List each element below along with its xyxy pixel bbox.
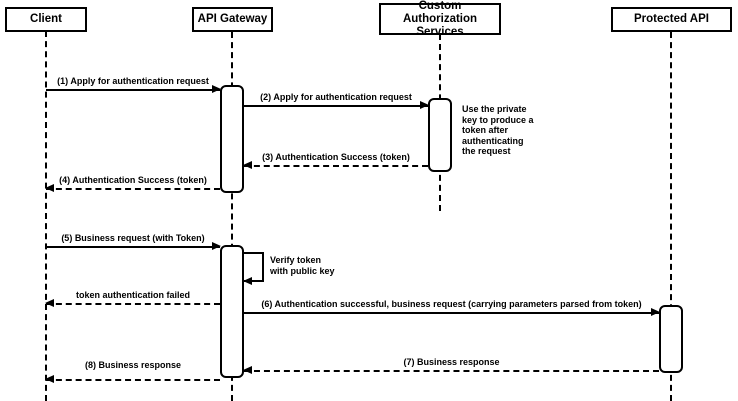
message-7-line xyxy=(244,370,659,372)
message-token-failed-line xyxy=(46,303,220,305)
arrowhead-right-icon xyxy=(420,101,429,109)
arrowhead-left-icon xyxy=(45,184,54,192)
message-1-label: (1) Apply for authentication request xyxy=(57,76,209,86)
message-3-label: (3) Authentication Success (token) xyxy=(262,152,410,162)
activation-protected-api xyxy=(659,305,683,373)
note-private-key: Use the private key to produce a token a… xyxy=(462,104,534,156)
participant-client: Client xyxy=(5,7,87,32)
participant-custom-authorization-services: Custom Authorization Services xyxy=(379,0,501,38)
message-7-label: (7) Business response xyxy=(403,357,500,367)
activation-custom-authorization-services xyxy=(428,98,452,172)
arrowhead-right-icon xyxy=(212,242,221,250)
message-8-line xyxy=(46,379,220,381)
participant-protected-api-label: Protected API xyxy=(634,13,709,25)
arrowhead-left-icon xyxy=(243,366,252,374)
participant-protected-api: Protected API xyxy=(611,7,732,32)
message-4-line xyxy=(46,188,220,190)
message-2-label: (2) Apply for authentication request xyxy=(260,92,412,102)
participant-client-label: Client xyxy=(30,13,62,25)
participant-api-gateway: API Gateway xyxy=(192,7,273,32)
participant-api-gateway-label: API Gateway xyxy=(197,13,268,25)
arrowhead-left-icon xyxy=(45,375,54,383)
arrowhead-left-icon xyxy=(243,161,252,169)
message-5-line xyxy=(46,246,220,248)
activation-api-gateway-business xyxy=(220,245,244,378)
message-4-label: (4) Authentication Success (token) xyxy=(59,175,207,185)
message-8-label: (8) Business response xyxy=(84,360,182,370)
self-message-verify-token-loop xyxy=(243,252,264,285)
lifeline-client xyxy=(45,31,47,401)
arrowhead-left-icon xyxy=(45,299,54,307)
message-6-label: (6) Authentication successful, business … xyxy=(261,299,642,309)
lifeline-api-gateway xyxy=(231,32,233,401)
message-2-line xyxy=(244,105,428,107)
participant-custom-authorization-services-label: Custom Authorization Services xyxy=(402,0,478,38)
arrowhead-right-icon xyxy=(212,85,221,93)
lifeline-protected-api xyxy=(670,32,672,401)
message-1-line xyxy=(46,89,220,91)
message-token-failed-label: token authentication failed xyxy=(75,290,190,300)
message-3-line xyxy=(244,165,428,167)
activation-api-gateway-auth xyxy=(220,85,244,193)
arrowhead-right-icon xyxy=(651,308,660,316)
message-6-line xyxy=(244,312,659,314)
message-5-label: (5) Business request (with Token) xyxy=(61,233,205,243)
arrowhead-left-icon xyxy=(243,277,252,285)
self-message-verify-token-label: Verify token with public key xyxy=(270,255,335,276)
